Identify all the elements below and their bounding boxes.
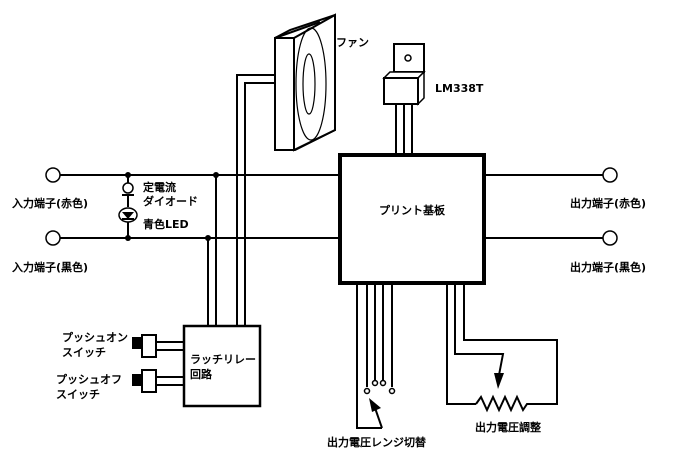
output-terminal-black: [602, 230, 618, 246]
resistor-icon: [475, 394, 532, 413]
input-terminal-black: [45, 230, 61, 246]
output-terminal-red: [602, 167, 618, 183]
wiper-arrow-icon: [494, 373, 504, 389]
range-contact-1: [363, 387, 371, 395]
range-switch-label: 出力電圧レンジ切替: [327, 435, 427, 449]
push-off-switch-icon: [132, 369, 184, 393]
crd-label-2: ダイオード: [143, 194, 198, 208]
fan-label: ファン: [336, 36, 369, 49]
push-on-label-2: スイッチ: [62, 346, 106, 359]
push-on-switch-icon: [132, 334, 184, 358]
voltage-adjust-label: 出力電圧調整: [475, 420, 541, 434]
crd-led-branch: [118, 175, 138, 238]
range-contact-3: [379, 379, 387, 387]
fan-icon: [274, 13, 336, 152]
input-terminal-red: [45, 167, 61, 183]
crd-label-1: 定電流: [143, 180, 176, 194]
push-off-label-2: スイッチ: [56, 388, 100, 401]
range-selector-arrow-icon: [369, 398, 381, 412]
fan-wire-1: [236, 74, 279, 326]
push-off-label-1: プッシュオフ: [56, 372, 122, 386]
regulator-label: LM338T: [435, 82, 484, 95]
led-label: 青色LED: [143, 217, 189, 231]
regulator-icon: [382, 43, 426, 154]
pcb-label: プリント基板: [379, 203, 446, 217]
range-contact-2: [371, 379, 379, 387]
relay-label-1: ラッチリレー: [190, 353, 256, 366]
range-contact-4: [388, 387, 396, 395]
latch-relay-box: [182, 324, 262, 408]
output-black-label: 出力端子(黒色): [570, 260, 646, 274]
constant-current-diode-icon: [122, 182, 134, 194]
output-red-label: 出力端子(赤色): [570, 196, 646, 210]
range-switch: [356, 283, 396, 429]
fan-wire-2: [244, 82, 279, 326]
pcb-board: [338, 153, 486, 285]
voltage-adjust-pot: [446, 283, 558, 413]
input-red-label: 入力端子(赤色): [12, 196, 88, 210]
input-black-label: 入力端子(黒色): [12, 260, 88, 274]
push-on-label-1: プッシュオン: [62, 330, 128, 344]
relay-label-2: 回路: [190, 367, 213, 381]
